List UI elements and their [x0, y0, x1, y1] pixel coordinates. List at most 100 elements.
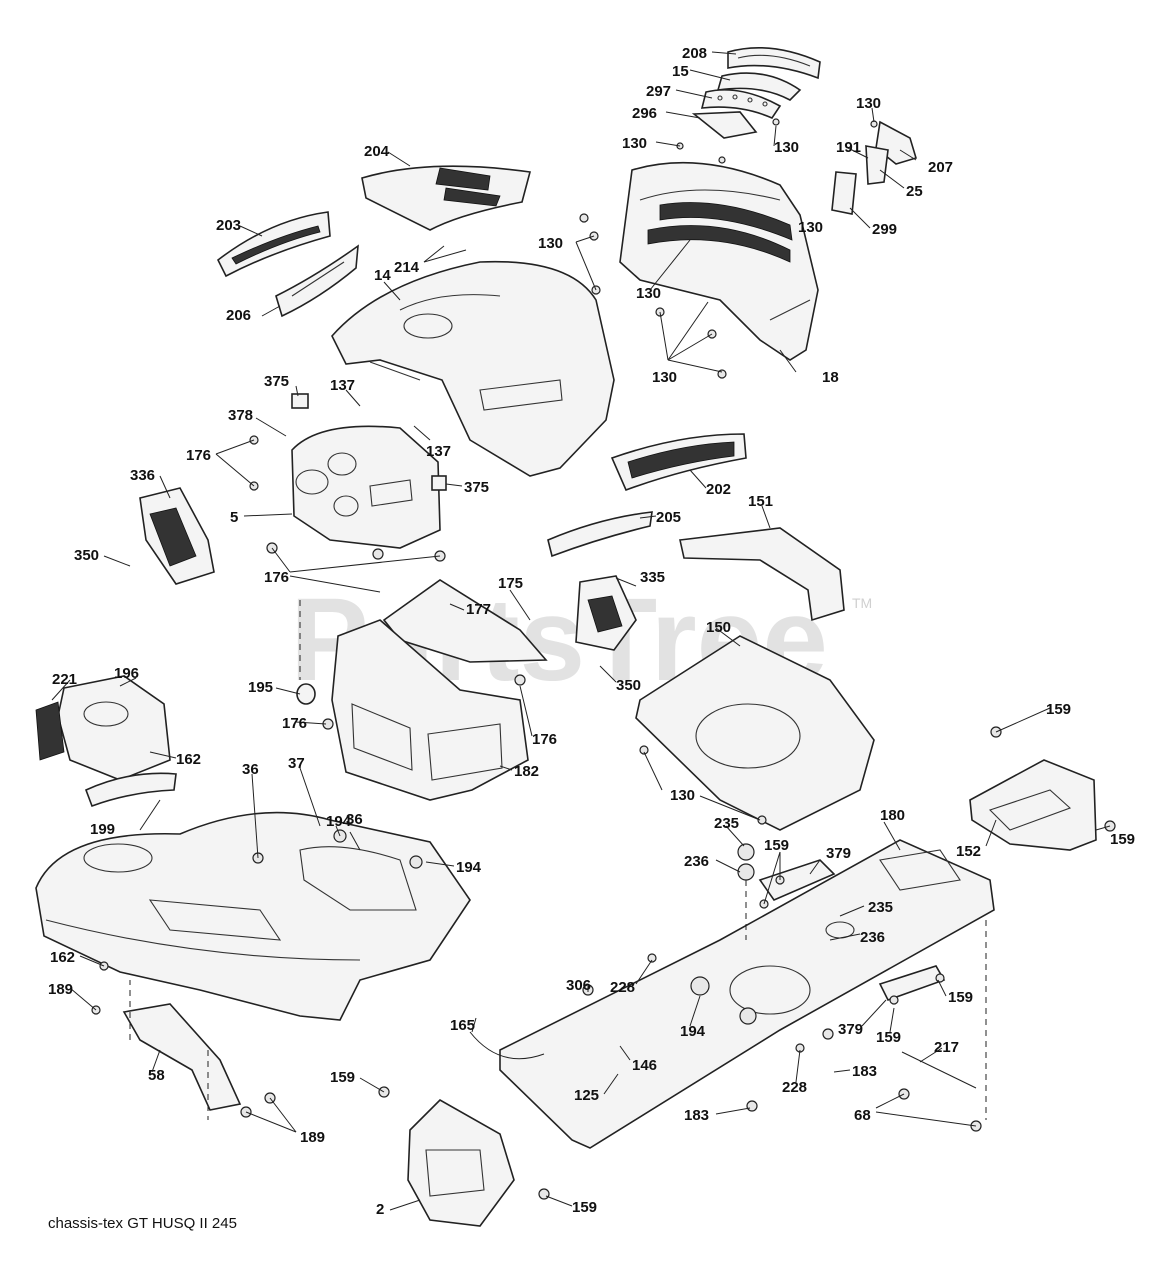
part-label: 130 — [636, 285, 661, 302]
part-label: 176 — [264, 569, 289, 586]
part-label: 162 — [50, 949, 75, 966]
part-label: 189 — [48, 981, 73, 998]
part-label: 159 — [1046, 701, 1071, 718]
rod-217 — [901, 1051, 977, 1089]
part-label: 221 — [52, 671, 77, 688]
leader-lines — [51, 51, 1111, 1211]
grille-plate-297 — [700, 89, 782, 120]
light-299 — [831, 171, 857, 215]
trim-199 — [84, 772, 177, 808]
part-label: 137 — [330, 377, 355, 394]
part-label: 130 — [856, 95, 881, 112]
part-label: 199 — [90, 821, 115, 838]
part-label: 159 — [948, 989, 973, 1006]
part-label: 299 — [872, 221, 897, 238]
part-label: 204 — [364, 143, 390, 160]
fender-37 — [35, 811, 471, 1021]
part-label: 217 — [934, 1039, 959, 1056]
clip-375a — [291, 393, 309, 409]
part-label: 350 — [616, 677, 641, 694]
hood-14 — [331, 260, 615, 477]
bracket-379 — [758, 859, 836, 901]
part-label: 151 — [748, 493, 773, 510]
part-label: 130 — [538, 235, 563, 252]
dashed-lines — [129, 600, 987, 1120]
part-label: 159 — [1110, 831, 1135, 848]
rear-panel-221 — [35, 701, 65, 761]
frame-180 — [499, 839, 995, 1149]
part-labels: 208 15 297 296 130 130 130 191 207 25 29… — [48, 45, 1135, 1218]
diagram-caption: chassis-tex GT HUSQ II 245 — [48, 1215, 237, 1232]
part-label: 176 — [282, 715, 307, 732]
part-label: 350 — [74, 547, 99, 564]
bracket-151 — [679, 527, 845, 622]
part-label: 189 — [300, 1129, 325, 1146]
part-label: 194 — [326, 813, 352, 830]
part-label: 235 — [868, 899, 893, 916]
part-label: 228 — [782, 1079, 807, 1096]
watermark-tm: TM — [852, 595, 872, 611]
part-label: 15 — [672, 63, 689, 80]
part-label: 336 — [130, 467, 155, 484]
part-label: 205 — [656, 509, 681, 526]
vent-206 — [275, 244, 359, 318]
part-label: 146 — [632, 1057, 657, 1074]
part-label: 177 — [466, 601, 491, 618]
part-label: 125 — [574, 1087, 599, 1104]
part-label: 379 — [826, 845, 851, 862]
part-label: 25 — [906, 183, 923, 200]
part-label: 207 — [928, 159, 953, 176]
seat-bracket-152 — [969, 759, 1097, 851]
part-label: 36 — [346, 811, 363, 828]
part-label: 335 — [640, 569, 665, 586]
part-label: 130 — [774, 139, 799, 156]
part-label: 137 — [426, 443, 451, 460]
hood-emblem-208 — [727, 47, 821, 80]
part-label: 194 — [680, 1023, 706, 1040]
part-label: 375 — [464, 479, 489, 496]
grille-202 — [610, 433, 747, 492]
part-label: 14 — [374, 267, 391, 284]
part-label: 152 — [956, 843, 981, 860]
part-label: 150 — [706, 619, 731, 636]
part-label: 206 — [226, 307, 251, 324]
clip-375b — [431, 475, 447, 491]
part-label: 203 — [216, 217, 241, 234]
part-label: 130 — [670, 787, 695, 804]
part-label: 228 — [610, 979, 635, 996]
heat-shield-150 — [635, 635, 875, 831]
part-label: 58 — [148, 1067, 165, 1084]
part-label: 2 — [376, 1201, 384, 1218]
part-label: 18 — [822, 369, 839, 386]
part-label: 180 — [880, 807, 905, 824]
part-label: 378 — [228, 407, 253, 424]
part-label: 68 — [854, 1107, 871, 1124]
hood-top-204 — [361, 165, 532, 231]
trim-205 — [547, 511, 653, 558]
part-label: 175 — [498, 575, 523, 592]
part-label: 235 — [714, 815, 739, 832]
part-label: 208 — [682, 45, 707, 62]
part-label: 159 — [572, 1199, 597, 1216]
part-label: 297 — [646, 83, 671, 100]
bar-165 — [469, 1031, 545, 1060]
part-label: 162 — [176, 751, 201, 768]
part-label: 159 — [764, 837, 789, 854]
part-label: 196 — [114, 665, 139, 682]
bracket-296 — [691, 111, 758, 139]
part-label: 130 — [798, 219, 823, 236]
part-label: 165 — [450, 1017, 475, 1034]
part-label: 36 — [242, 761, 259, 778]
part-label: 236 — [684, 853, 709, 870]
part-label: 182 — [514, 763, 539, 780]
part-label: 375 — [264, 373, 289, 390]
part-label: 130 — [622, 135, 647, 152]
part-label: 379 — [838, 1021, 863, 1038]
part-label: 176 — [186, 447, 211, 464]
part-label: 5 — [230, 509, 238, 526]
part-label: 202 — [706, 481, 731, 498]
front-hood-18 — [619, 161, 819, 361]
vent-335 — [575, 575, 637, 651]
front-axle-mount-2 — [407, 1099, 515, 1227]
